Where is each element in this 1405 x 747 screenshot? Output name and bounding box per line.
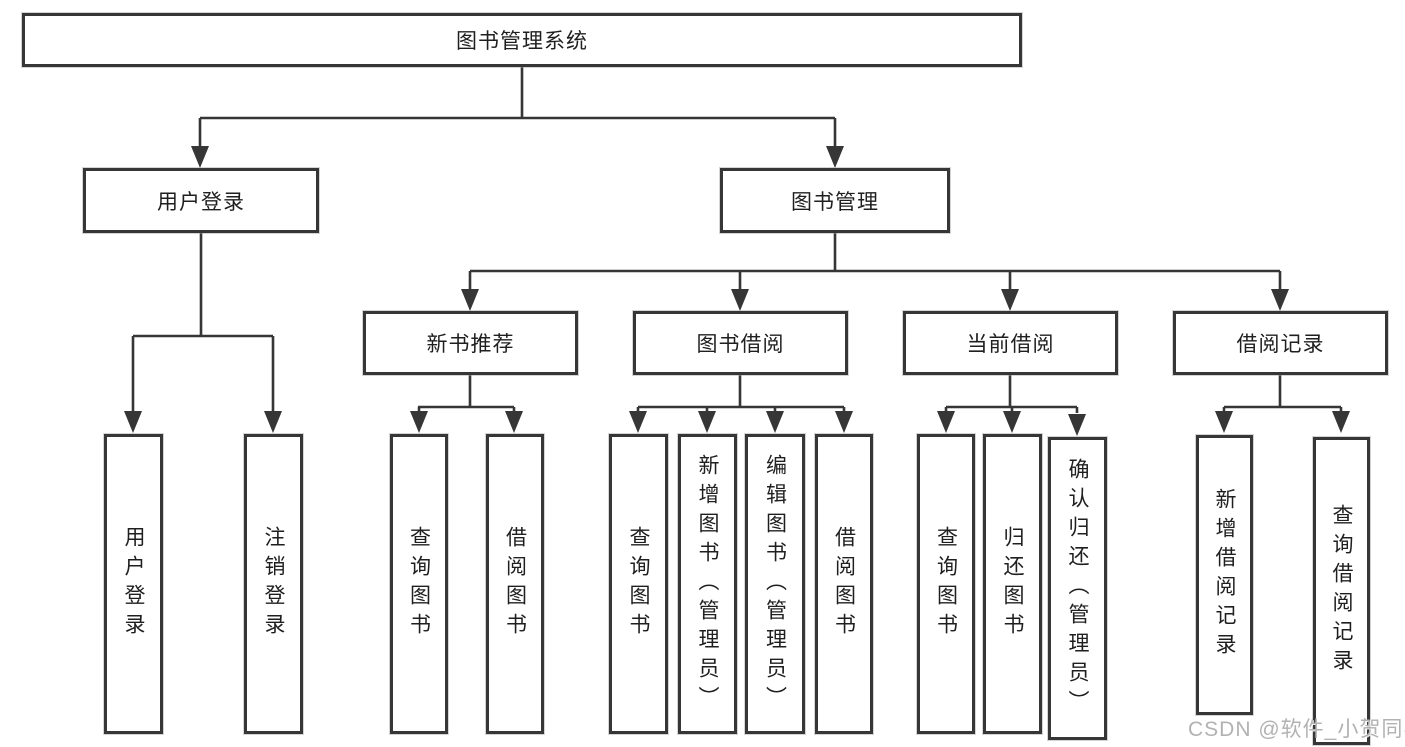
node-borrowing-records: 借阅记录 [1173, 311, 1388, 375]
leaf-borrow-books: 借阅图书 [815, 434, 873, 734]
leaf-query-books-current: 查询图书 [917, 434, 975, 734]
leaf-add-borrow-record-label: 新增借阅记录 [1213, 488, 1236, 662]
node-book-borrowing: 图书借阅 [633, 311, 848, 375]
leaf-confirm-return-admin: 确认归还（管理员） [1048, 437, 1107, 740]
node-current-borrowing: 当前借阅 [903, 311, 1118, 375]
leaf-add-books-admin: 新增图书（管理员） [678, 434, 737, 734]
leaf-logout-label: 注销登录 [262, 526, 285, 642]
node-borrowing-records-label: 借阅记录 [1236, 333, 1325, 356]
leaf-query-books-borrowing: 查询图书 [609, 434, 668, 734]
leaf-user-login: 用户登录 [104, 434, 163, 734]
leaf-query-books-recommend: 查询图书 [390, 434, 448, 734]
leaf-query-books-recommend-label: 查询图书 [407, 526, 431, 642]
leaf-query-books-current-label: 查询图书 [934, 526, 958, 642]
node-book-management: 图书管理 [720, 168, 950, 233]
leaf-user-login-label: 用户登录 [122, 526, 145, 642]
leaf-query-borrow-record-label: 查询借阅记录 [1330, 504, 1353, 678]
node-root-label: 图书管理系统 [456, 30, 588, 53]
leaf-add-books-admin-label: 新增图书（管理员） [696, 453, 719, 715]
arrowheads [124, 146, 1350, 436]
node-root-library-system: 图书管理系统 [22, 13, 1022, 67]
leaf-edit-books-admin-label: 编辑图书（管理员） [763, 453, 787, 715]
leaf-edit-books-admin: 编辑图书（管理员） [745, 434, 805, 734]
node-current-borrowing-label: 当前借阅 [966, 333, 1055, 356]
leaf-borrow-books-recommend: 借阅图书 [486, 434, 544, 734]
leaf-return-books: 归还图书 [983, 434, 1042, 734]
leaf-logout: 注销登录 [244, 434, 303, 734]
leaf-query-books-borrowing-label: 查询图书 [627, 526, 650, 642]
leaf-add-borrow-record: 新增借阅记录 [1196, 435, 1253, 715]
leaf-query-borrow-record: 查询借阅记录 [1313, 437, 1370, 745]
leaf-borrow-books-recommend-label: 借阅图书 [503, 526, 527, 642]
csdn-watermark: CSDN @软件_小贺同学 [1188, 718, 1405, 741]
node-user-login-label: 用户登录 [157, 190, 245, 214]
node-book-borrowing-label: 图书借阅 [696, 333, 785, 356]
node-user-login: 用户登录 [83, 168, 319, 233]
leaf-confirm-return-admin-label: 确认归还（管理员） [1066, 458, 1089, 719]
node-book-management-label: 图书管理 [791, 190, 879, 214]
node-new-book-recommend-label: 新书推荐 [426, 333, 515, 356]
node-new-book-recommend: 新书推荐 [363, 311, 578, 375]
leaf-borrow-books-label: 借阅图书 [832, 526, 856, 642]
leaf-return-books-label: 归还图书 [1001, 526, 1024, 642]
